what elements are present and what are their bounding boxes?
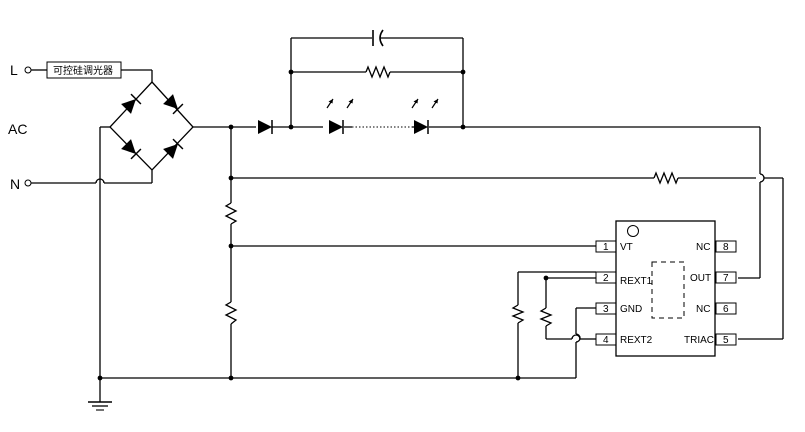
pin-name: NC <box>696 304 710 315</box>
ac-label: AC <box>8 121 27 137</box>
pin-6 <box>715 302 737 315</box>
pin-number: 4 <box>603 335 609 346</box>
resistor-icon <box>224 202 238 225</box>
pin-name: REXT2 <box>620 335 653 346</box>
driver-ic: 1 VT 2 REXT1 3 GND 4 REXT2 8 NC 7 OUT 6 … <box>595 220 737 357</box>
resistor-icon <box>511 304 525 324</box>
pin-number: 5 <box>723 335 729 346</box>
pin-name: REXT1 <box>620 276 653 287</box>
dimmer-label: 可控硅调光器 <box>53 64 113 77</box>
pin-name: OUT <box>690 273 711 284</box>
pin-7 <box>715 271 737 284</box>
light-arrow-icon <box>411 98 419 109</box>
resistor-icon <box>653 171 679 185</box>
line-label: L <box>10 62 18 78</box>
pin-number: 2 <box>603 273 609 284</box>
pin1-marker <box>627 225 639 237</box>
led-string <box>326 98 439 135</box>
pin-4 <box>595 333 617 346</box>
pin-number: 3 <box>603 304 609 315</box>
ground-icon <box>88 401 112 411</box>
pin-number: 7 <box>723 273 729 284</box>
series-diode-icon <box>257 119 273 135</box>
resistor-icon <box>224 301 238 325</box>
bridge-rectifier <box>109 81 194 171</box>
neutral-terminal <box>24 179 32 187</box>
pin-name: NC <box>696 242 710 253</box>
neutral-label: N <box>10 176 20 192</box>
resistor-icon <box>365 65 391 79</box>
resistor-icon <box>539 307 553 327</box>
led-icon <box>413 119 429 135</box>
light-arrow-icon <box>431 98 439 109</box>
pin-name: GND <box>620 304 642 315</box>
light-arrow-icon <box>346 98 354 109</box>
line-terminal <box>24 66 32 74</box>
pin-3 <box>595 302 617 315</box>
die-pad <box>651 261 685 319</box>
pin-1 <box>595 240 617 253</box>
led-icon <box>328 119 344 135</box>
pin-number: 8 <box>723 242 729 253</box>
pin-2 <box>595 271 617 284</box>
pin-5 <box>715 333 737 346</box>
pin-name: TRIAC <box>684 335 714 346</box>
light-arrow-icon <box>326 98 334 109</box>
pin-number: 6 <box>723 304 729 315</box>
pin-number: 1 <box>603 242 609 253</box>
pin-name: VT <box>620 242 633 253</box>
pin-8 <box>715 240 737 253</box>
